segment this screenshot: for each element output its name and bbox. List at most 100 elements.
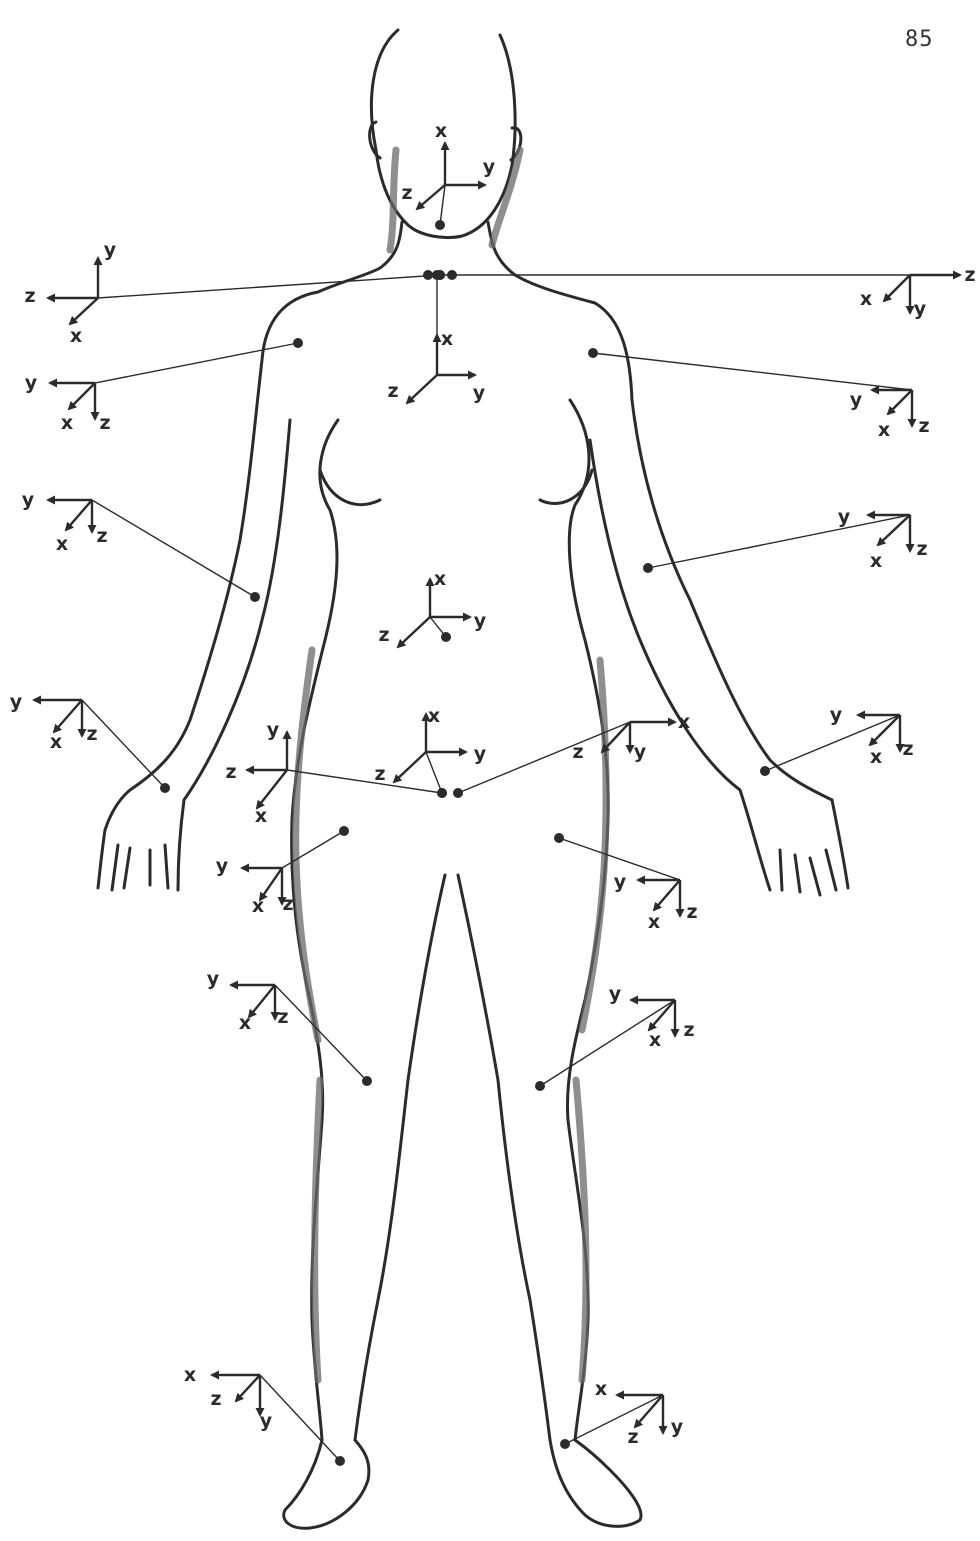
axis-label-pelvis-z: z <box>374 763 385 785</box>
axis-arrow-right-ankle-z <box>635 1395 663 1427</box>
axis-label-right-elbow-y: y <box>838 506 851 528</box>
marker-point-chest <box>432 270 442 280</box>
right-foot <box>550 1440 641 1526</box>
axis-label-right-elbow-x: x <box>870 550 882 572</box>
axis-label-left-thigh-x: x <box>252 895 264 917</box>
marker-point-right-ankle <box>560 1439 570 1449</box>
axis-label-neck-left-y: y <box>104 239 117 261</box>
axis-label-right-ankle-z: z <box>627 1426 638 1448</box>
axis-label-head-y: y <box>483 156 496 178</box>
axis-label-right-shoulder-y: y <box>850 389 863 411</box>
axis-label-right-knee-y: y <box>609 983 622 1005</box>
axis-label-left-knee-y: y <box>207 968 220 990</box>
axis-label-left-hip-z: z <box>225 761 236 783</box>
axis-arrow-left-elbow-x <box>66 500 92 530</box>
axis-label-left-wrist-y: y <box>10 691 23 713</box>
axis-label-right-thigh-y: y <box>614 871 627 893</box>
marker-point-head <box>435 220 445 230</box>
marker-point-left-wrist <box>160 783 170 793</box>
frame-head <box>417 143 485 230</box>
axis-arrow-right-elbow-x <box>878 515 910 545</box>
axis-arrow-left-knee-x <box>249 985 275 1017</box>
marker-point-left-thigh <box>339 826 349 836</box>
left-hand <box>98 830 168 890</box>
axis-label-right-hip-y: y <box>634 741 647 763</box>
axis-arrow-head-z <box>417 185 445 209</box>
axis-label-left-wrist-z: z <box>86 723 97 745</box>
axis-label-chest-z: z <box>387 380 398 402</box>
axis-label-neck-right-x: x <box>860 288 872 310</box>
axis-label-left-thigh-y: y <box>216 855 229 877</box>
axis-arrow-abdomen-z <box>398 617 430 647</box>
axis-label-neck-left-x: x <box>70 325 82 347</box>
axis-label-right-ankle-y: y <box>671 1416 684 1438</box>
frame-neck-left <box>48 258 445 324</box>
axis-arrow-pelvis-z <box>394 752 426 782</box>
marker-point-left-ankle <box>335 1456 345 1466</box>
axis-arrow-neck-left-x <box>70 298 98 324</box>
shade-right-calf <box>576 1080 586 1380</box>
shade-right-torso <box>582 660 606 1030</box>
axis-label-abdomen-x: x <box>434 568 446 590</box>
axis-label-right-thigh-x: x <box>648 911 660 933</box>
marker-point-left-elbow <box>250 592 260 602</box>
frame-right-shoulder <box>588 348 912 426</box>
axis-label-right-shoulder-z: z <box>918 415 929 437</box>
right-hand <box>780 800 848 895</box>
axis-arrow-right-thigh-x <box>654 880 680 910</box>
frame-left-knee <box>231 985 372 1086</box>
axis-label-left-knee-z: z <box>277 1006 288 1028</box>
axis-label-right-elbow-z: z <box>916 538 927 560</box>
shade-left-torso <box>296 650 318 1040</box>
axis-label-pelvis-x: x <box>428 705 440 727</box>
left-foot <box>284 1440 369 1528</box>
shade-left-calf <box>315 1080 320 1380</box>
leader-line-left-elbow <box>92 500 255 597</box>
frame-left-shoulder <box>50 338 303 419</box>
axis-label-left-hip-x: x <box>255 805 267 827</box>
axis-label-left-hip-y: y <box>267 719 280 741</box>
axis-label-chest-x: x <box>441 328 453 350</box>
neck-marker-point-1 <box>423 270 433 280</box>
marker-point-left-shoulder <box>293 338 303 348</box>
leader-line-right-shoulder <box>593 353 912 390</box>
leader-line-pelvis <box>426 752 442 793</box>
axis-label-pelvis-y: y <box>474 743 487 765</box>
axis-label-left-elbow-z: z <box>96 525 107 547</box>
axis-label-left-knee-x: x <box>239 1012 251 1034</box>
marker-point-left-hip <box>437 788 447 798</box>
axis-label-neck-right-y: y <box>914 298 927 320</box>
shade-right-neck <box>492 150 520 245</box>
neck-right <box>488 222 595 303</box>
axis-label-right-wrist-z: z <box>902 738 913 760</box>
marker-point-left-knee <box>362 1076 372 1086</box>
marker-point-right-wrist <box>760 766 770 776</box>
marker-point-right-thigh <box>554 833 564 843</box>
axis-label-neck-right-z: z <box>964 264 975 286</box>
right-arm-inner <box>590 440 770 890</box>
marker-point-right-elbow <box>643 563 653 573</box>
axis-label-neck-left-z: z <box>24 285 35 307</box>
neck-marker-point-2 <box>447 270 457 280</box>
leader-line-head <box>440 185 445 225</box>
axis-arrow-left-wrist-x <box>54 700 82 732</box>
leader-line-left-shoulder <box>95 343 298 383</box>
marker-point-right-hip <box>453 788 463 798</box>
axis-label-right-hip-x: x <box>678 711 690 733</box>
chest-left-curve <box>320 470 380 505</box>
axis-label-right-ankle-x: x <box>595 1378 607 1400</box>
chest-right-curve <box>540 470 592 503</box>
axis-label-left-shoulder-y: y <box>25 372 38 394</box>
marker-point-right-knee <box>535 1081 545 1091</box>
frame-left-ankle <box>212 1375 345 1466</box>
axis-arrow-left-hip-x <box>257 770 287 808</box>
axis-label-left-elbow-x: x <box>56 533 68 555</box>
axis-arrow-left-shoulder-x <box>69 383 95 409</box>
leader-line-neck-left <box>98 275 440 298</box>
axis-label-left-ankle-y: y <box>260 1410 273 1432</box>
axis-label-right-knee-z: z <box>683 1019 694 1041</box>
left-arm-inner <box>178 420 290 890</box>
axis-label-head-x: x <box>435 120 447 142</box>
axis-label-abdomen-y: y <box>474 610 487 632</box>
